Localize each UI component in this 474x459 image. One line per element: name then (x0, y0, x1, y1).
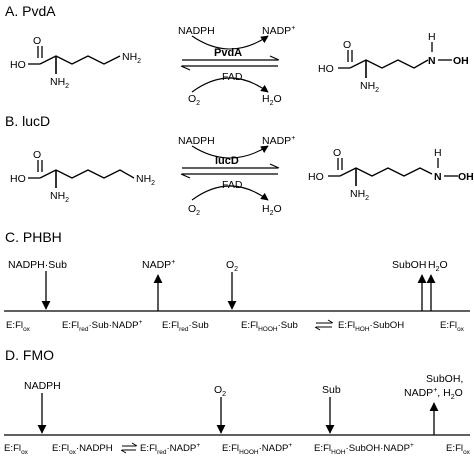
pvda-o2: O2 (188, 93, 200, 107)
pvda-nadp: NADP+ (262, 25, 295, 37)
phbh-state-5: E:FlHOH·SubOH (338, 320, 404, 333)
phbh-h2o-label: H2O (428, 259, 448, 273)
fmo-state-6: E:Flox (446, 443, 471, 456)
pvda-sub-o: O (33, 35, 41, 47)
section-c: C. PHBH NADPH·Sub NADP+ O2 SubOH H2O E:F… (4, 229, 470, 333)
pvda-fad: FAD (222, 71, 243, 83)
pvda-reaction-arrows: NADPH NADP+ PvdA FAD O2 H2O (178, 25, 295, 107)
pvda-enzyme-label: PvdA (214, 47, 242, 59)
phbh-state-2: E:Flred·Sub·NADP+ (62, 319, 143, 333)
lucd-prod-n: N (434, 171, 442, 183)
phbh-nadph-sub-label: NADPH·Sub (8, 259, 67, 271)
section-d: D. FMO NADPH O2 Sub SubOH, NADP+, H2O E:… (4, 347, 471, 456)
lucd-enzyme-label: lucD (215, 155, 239, 167)
phbh-state-4: E:FlHOOH·Sub (241, 320, 298, 333)
pvda-substrate-structure: O HO NH2 NH2 (10, 35, 141, 90)
pvda-prod-o: O (343, 39, 351, 51)
lucd-reaction-arrows: NADPH NADP+ lucD FAD O2 H2O (178, 135, 295, 217)
pvda-prod-ho: HO (318, 63, 334, 75)
pvda-prod-oh: OH (453, 55, 469, 67)
lucd-prod-oh: OH (458, 171, 474, 183)
phbh-suboh-label: SubOH (392, 259, 426, 271)
lucd-prod-nh2: NH2 (350, 188, 369, 202)
pvda-sub-nh2-left: NH2 (50, 76, 69, 90)
section-a: A. PvdA O HO NH2 NH2 NADPH NADP+ PvdA FA… (5, 3, 469, 107)
lucd-fad: FAD (222, 179, 243, 191)
phbh-state-1: E:Flox (6, 320, 31, 333)
lucd-sub-o: O (33, 149, 41, 161)
fmo-state-4: E:FlHOOH·NADP+ (222, 442, 292, 456)
pvda-product-structure: O HO NH2 N H OH (318, 31, 469, 94)
pvda-prod-h: H (428, 31, 436, 43)
phbh-state-6: E:Flox (440, 320, 465, 333)
fmo-state-2: E:Flox·NADPH (52, 443, 113, 456)
phbh-equilibrium-arrow (314, 319, 334, 331)
fmo-out-line1: SubOH, (426, 373, 463, 385)
pvda-h2o: H2O (262, 93, 282, 107)
lucd-sub-ho: HO (10, 173, 26, 185)
phbh-state-3: E:Flred·Sub (162, 320, 209, 333)
fmo-sub-label: Sub (322, 384, 341, 396)
pvda-sub-ho: HO (10, 59, 26, 71)
lucd-nadp: NADP+ (262, 135, 295, 147)
lucd-h2o: H2O (262, 203, 282, 217)
section-d-title: D. FMO (5, 347, 54, 363)
fmo-state-3: E:Flred·NADP+ (140, 442, 200, 456)
section-a-title: A. PvdA (5, 3, 56, 19)
phbh-nadp-label: NADP+ (142, 259, 175, 271)
lucd-substrate-structure: O HO NH2 NH2 (10, 149, 155, 204)
fmo-state-5: E:FlHOH·SubOH·NADP+ (314, 442, 414, 456)
phbh-o2-label: O2 (226, 259, 238, 273)
fmo-equilibrium-arrow (120, 442, 138, 454)
lucd-o2: O2 (188, 203, 200, 217)
fmo-state-1: E:Flox (4, 443, 29, 456)
pvda-nadph: NADPH (178, 25, 215, 37)
pvda-prod-n: N (428, 55, 436, 67)
section-b: B. lucD O HO NH2 NH2 NADPH NADP+ lucD FA… (5, 113, 474, 217)
pvda-prod-nh2: NH2 (360, 80, 379, 94)
lucd-sub-nh2-left: NH2 (50, 190, 69, 204)
lucd-product-structure: O HO NH2 N H OH (308, 147, 474, 202)
lucd-nadph: NADPH (178, 135, 215, 147)
fmo-out-line2: NADP+, H2O (404, 387, 463, 401)
lucd-sub-nh2-right: NH2 (136, 173, 155, 187)
lucd-prod-o: O (333, 147, 341, 159)
pvda-sub-nh2-right: NH2 (122, 51, 141, 65)
section-b-title: B. lucD (5, 113, 50, 129)
fmo-o2-label: O2 (214, 384, 226, 398)
fmo-nadph-label: NADPH (24, 380, 61, 392)
section-c-title: C. PHBH (5, 229, 62, 245)
lucd-prod-ho: HO (308, 171, 324, 183)
lucd-prod-h: H (434, 147, 442, 159)
